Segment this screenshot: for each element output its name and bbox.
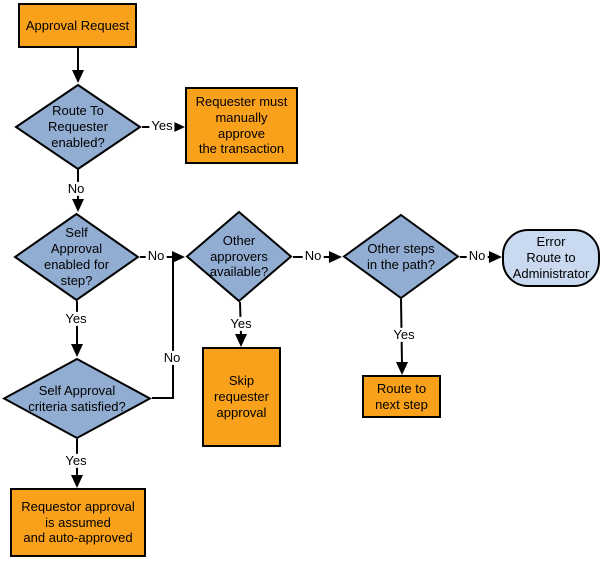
- diamond-shape: [13, 212, 140, 302]
- arrowhead: [71, 344, 83, 357]
- edge-label-no: No: [161, 349, 183, 366]
- edge-label-yes: Yes: [391, 326, 417, 343]
- diamond-shape: [2, 357, 152, 440]
- decision-self-approval-criteria: Self Approval criteria satisfied?: [2, 357, 152, 440]
- arrowhead: [72, 199, 84, 212]
- edge-label-yes: Yes: [149, 117, 175, 134]
- process-skip-requester-approval: Skip requester approval: [202, 347, 281, 447]
- arrowhead: [489, 251, 502, 263]
- process-approval-request: Approval Request: [18, 3, 137, 48]
- edge-label-yes: Yes: [63, 310, 89, 327]
- arrowhead: [396, 362, 408, 375]
- process-label: Skip requester approval: [214, 373, 269, 420]
- decision-route-to-requester: Route To Requester enabled?: [14, 83, 142, 171]
- process-route-to-next-step: Route to next step: [362, 375, 441, 418]
- arrowhead: [172, 121, 185, 133]
- decision-label: Other approvers available?: [209, 232, 269, 280]
- diamond-shape: [14, 83, 142, 171]
- process-label: Requester must manually approve the tran…: [195, 93, 288, 157]
- edge-label-no: No: [466, 247, 488, 264]
- edge-label-yes: Yes: [228, 315, 254, 332]
- process-label: Approval Request: [25, 17, 130, 33]
- diamond-shape: [185, 210, 293, 303]
- edge-label-no: No: [302, 247, 324, 264]
- arrowhead: [71, 475, 83, 488]
- terminal-error-route-administrator: Error Route to Administrator: [502, 229, 600, 287]
- decision-other-approvers: Other approvers available?: [185, 210, 293, 303]
- process-label: Route to next step: [375, 380, 428, 412]
- decision-label: Self Approval enabled for step?: [43, 225, 110, 288]
- arrowhead: [235, 334, 247, 347]
- edge-criteria-no-merge: [152, 256, 174, 399]
- arrowhead: [329, 251, 342, 263]
- process-requester-must-approve: Requester must manually approve the tran…: [185, 87, 298, 164]
- process-requestor-auto-approved: Requestor approval is assumed and auto-a…: [10, 488, 146, 557]
- terminal-label: Error Route to Administrator: [512, 234, 590, 281]
- arrowhead: [72, 70, 84, 83]
- decision-label: Route To Requester enabled?: [48, 103, 108, 150]
- edge-label-no: No: [145, 247, 167, 264]
- decision-label: Self Approval criteria satisfied?: [28, 382, 126, 414]
- decision-label: Other steps in the path?: [367, 240, 435, 272]
- arrowhead: [172, 251, 185, 263]
- edge-label-yes: Yes: [63, 452, 89, 469]
- decision-other-steps: Other steps in the path?: [342, 213, 460, 300]
- edge-label-no: No: [65, 180, 87, 197]
- process-label: Requestor approval is assumed and auto-a…: [21, 498, 135, 546]
- decision-self-approval-enabled: Self Approval enabled for step?: [13, 212, 140, 302]
- diamond-shape: [342, 213, 460, 300]
